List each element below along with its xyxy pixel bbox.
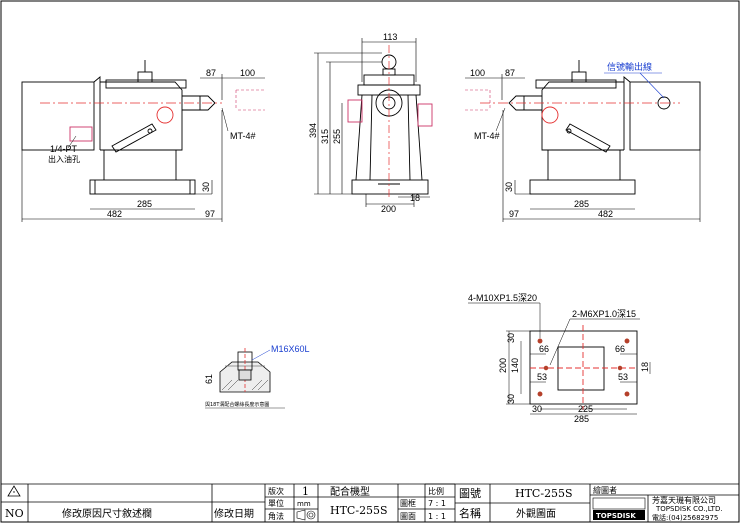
detail-caption: 與18T溝配合螺絲長度示意圖 [205, 401, 269, 408]
rear-dim-100: 100 [470, 68, 485, 78]
title-drawing-no-label: 圖號 [459, 487, 481, 500]
revision-triangle-icon [7, 485, 21, 497]
title-scale-label: 比例 [428, 486, 444, 496]
front-dim-285: 285 [137, 199, 152, 209]
front-dim-100: 100 [240, 68, 255, 78]
plan-dim-30-bottom: 30 [506, 394, 516, 404]
title-block [1, 483, 739, 522]
motor-body [21, 81, 95, 151]
front-dim-30: 30 [201, 182, 211, 192]
side-view [347, 54, 433, 195]
plan-view [529, 325, 638, 410]
title-scale-drawing-label: 圖面 [400, 512, 416, 521]
side-dimension-lines [314, 38, 430, 207]
title-matched-label: 配合機型 [330, 485, 370, 498]
plan-dim-30-top: 30 [506, 333, 516, 343]
title-phone: 電話:(04)25682975 [652, 513, 718, 522]
title-unit-label: 單位 [268, 498, 284, 508]
front-dim-87: 87 [206, 68, 216, 78]
side-dim-113: 113 [383, 32, 397, 42]
title-scale-frame-label: 圖框 [400, 498, 416, 508]
base [89, 179, 196, 195]
logo-text: TOPSDISK [596, 512, 636, 520]
title-revision-note: 修改原因尺寸敘述欄 [62, 507, 152, 520]
rear-view [508, 60, 701, 195]
plan-dim-53-left: 53 [537, 372, 547, 382]
projection-symbol-icon [296, 509, 316, 521]
title-no: NO [5, 507, 24, 520]
title-drawing-no: HTC-255S [515, 487, 573, 500]
rear-dim-482: 482 [598, 209, 613, 219]
detail-label-bolt: M16X60L [271, 344, 310, 354]
front-view [21, 60, 216, 195]
title-scale-frame: 7 : 1 [428, 499, 446, 508]
title-scale-drawing: 1 : 1 [428, 512, 446, 521]
detail-dim-61: 61 [204, 374, 214, 384]
rear-label-mt4: MT-4# [474, 131, 500, 141]
rear-dimension-lines [465, 74, 701, 222]
plan-dim-225: 225 [578, 404, 593, 414]
company-logo: TOPSDISK [592, 497, 646, 520]
front-dimension-lines [21, 74, 265, 222]
title-version: 1 [302, 485, 309, 498]
title-unit: mm [297, 500, 311, 508]
front-dim-482: 482 [107, 209, 122, 219]
title-projection-label: 角法 [268, 511, 284, 521]
side-dim-315: 315 [320, 129, 330, 144]
rear-dim-285: 285 [574, 199, 589, 209]
rear-dim-97: 97 [509, 209, 519, 219]
front-label-oil: 出入油孔 [48, 154, 80, 164]
plan-dim-30-bottom-row: 30 [532, 404, 542, 414]
side-dim-255: 255 [332, 129, 342, 144]
title-drawer-label: 繪圖者 [593, 485, 617, 495]
title-revision-date: 修改日期 [214, 507, 254, 520]
title-matched: HTC-255S [330, 504, 388, 517]
plan-dim-18: 18 [640, 362, 650, 372]
title-company-cn: 芳嘉天璣有限公司 [652, 495, 716, 505]
title-name: 外觀圖面 [516, 508, 556, 520]
front-label-mt4: MT-4# [230, 131, 256, 141]
plan-dim-53-right: 53 [618, 372, 628, 382]
plan-dimension-lines [468, 302, 651, 415]
plan-label-holes2: 2-M6XP1.0深15 [572, 309, 636, 319]
plan-dim-200: 200 [498, 358, 508, 373]
rear-label-signal: 信號輸出線 [607, 61, 652, 73]
plan-label-holes1: 4-M10XP1.5深20 [468, 293, 537, 303]
rear-dim-87: 87 [505, 68, 515, 78]
side-dim-200: 200 [381, 204, 396, 214]
plan-dim-66-left: 66 [539, 344, 549, 354]
side-dim-394: 394 [308, 123, 318, 138]
detail-hatch [221, 379, 269, 391]
front-label-pt: 1/4-PT [50, 144, 78, 154]
front-dim-97: 97 [205, 209, 215, 219]
title-company-en: TOPSDISK CO.,LTD. [655, 505, 723, 513]
plan-dim-66-right: 66 [615, 344, 625, 354]
plan-dim-140: 140 [510, 358, 520, 373]
rear-dim-30: 30 [504, 182, 514, 192]
plan-dim-285: 285 [574, 414, 589, 424]
side-dim-18: 18 [410, 193, 420, 203]
title-version-label: 版次 [268, 486, 284, 496]
title-name-label: 名稱 [459, 506, 481, 520]
